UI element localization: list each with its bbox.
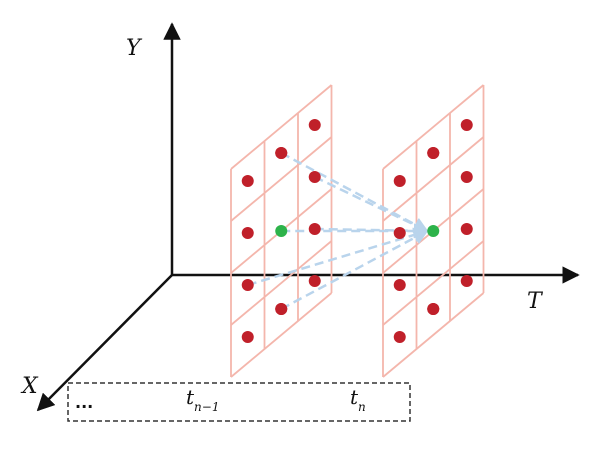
time-label-previous: tn−1 (186, 385, 219, 414)
t-axis-label: T (527, 289, 544, 314)
flow-arrows (247, 151, 429, 311)
flow-arrow (280, 229, 429, 311)
time-label-previous-sub: n−1 (194, 400, 219, 414)
node-dot (460, 171, 473, 183)
grid-line (382, 240, 485, 326)
time-label-current-base: t (350, 385, 359, 409)
grid-line (382, 136, 485, 222)
timeline-ellipsis: ... (75, 393, 93, 412)
target-node-dot (427, 225, 440, 237)
x-axis-label: X (20, 374, 39, 399)
timeline-box (67, 382, 411, 422)
node-dot (275, 303, 288, 315)
flow-arrow (314, 175, 429, 233)
grid-line (230, 292, 333, 378)
node-dot (393, 279, 406, 291)
time-label-current: tn (350, 385, 366, 414)
time-label-current-sub: n (358, 400, 366, 414)
node-dot (393, 227, 406, 239)
grid-line (230, 136, 333, 222)
node-dot (308, 223, 321, 235)
node-dot (393, 331, 406, 343)
node-dot (460, 119, 473, 131)
grid-line (382, 292, 485, 378)
node-dot (460, 223, 473, 235)
node-dot (241, 331, 254, 343)
node-dot (427, 147, 440, 159)
x-axis (36, 274, 173, 412)
node-dot (308, 119, 321, 131)
node-dot (393, 175, 406, 187)
grid-line (230, 84, 333, 170)
node-dot (308, 171, 321, 183)
node-dot (241, 175, 254, 187)
y-axis-label: Y (126, 36, 143, 61)
node-dot (275, 147, 288, 159)
node-dot (241, 279, 254, 291)
node-dot (460, 275, 473, 287)
source-node-dot (275, 225, 288, 237)
time-label-previous-base: t (186, 385, 195, 409)
node-dot (308, 275, 321, 287)
node-dot (241, 227, 254, 239)
grid-nodes (241, 119, 473, 343)
flow-arrow (314, 223, 429, 239)
grid-line (230, 240, 333, 326)
flow-arrow (247, 227, 429, 287)
grid-line (382, 84, 485, 170)
node-dot (427, 303, 440, 315)
